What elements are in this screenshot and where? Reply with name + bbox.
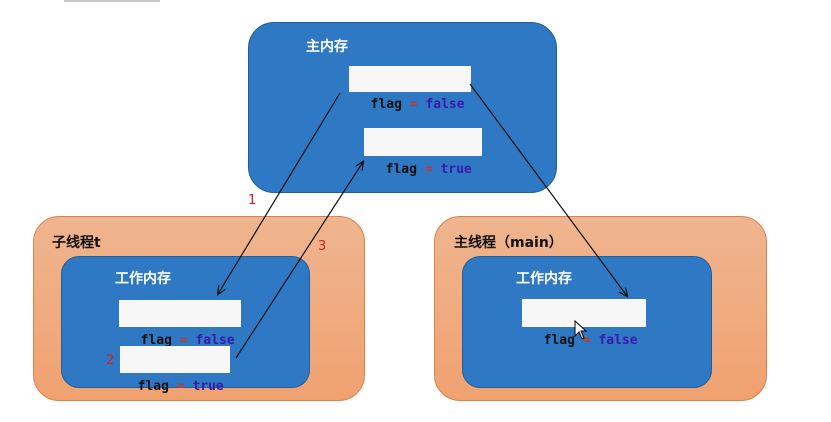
main-thread-title: 主线程（main） <box>454 235 563 251</box>
var-value: false <box>195 333 235 348</box>
var-name: flag <box>137 379 169 394</box>
assign-operator: = <box>409 97 418 112</box>
main-thread-flag-false: flag = false <box>522 299 646 348</box>
var-value: false <box>598 333 638 348</box>
step-1-label: 1 <box>248 193 257 208</box>
var-name: flag <box>370 97 402 112</box>
var-name: flag <box>385 162 417 177</box>
main-memory-flag-true: flag = true <box>364 128 482 177</box>
mouse-cursor-icon <box>574 320 588 340</box>
main-memory-flag-false: flag = false <box>349 66 471 112</box>
step-3-label: 3 <box>318 239 327 254</box>
var-value: true <box>440 162 472 177</box>
arrow-read-main <box>469 83 627 296</box>
arrow-step-3 <box>235 162 363 359</box>
main-memory-box <box>248 22 557 193</box>
assign-operator: = <box>424 162 433 177</box>
var-name: flag <box>543 333 575 348</box>
child-flag-false: flag = false <box>119 300 241 348</box>
var-value: true <box>192 379 224 394</box>
main-work-memory-title: 工作内存 <box>516 271 572 287</box>
assign-operator: = <box>582 333 591 348</box>
var-value: false <box>425 97 465 112</box>
top-edge-bar <box>64 0 160 2</box>
var-name: flag <box>140 333 172 348</box>
assign-operator: = <box>176 379 185 394</box>
assign-operator: = <box>179 333 188 348</box>
step-2-label: 2 <box>106 353 115 368</box>
child-flag-true: flag = true <box>120 346 230 394</box>
arrow-step-1 <box>218 92 341 294</box>
main-memory-title: 主内存 <box>306 39 348 55</box>
child-thread-title: 子线程t <box>52 235 101 251</box>
child-work-memory-title: 工作内存 <box>115 271 171 287</box>
